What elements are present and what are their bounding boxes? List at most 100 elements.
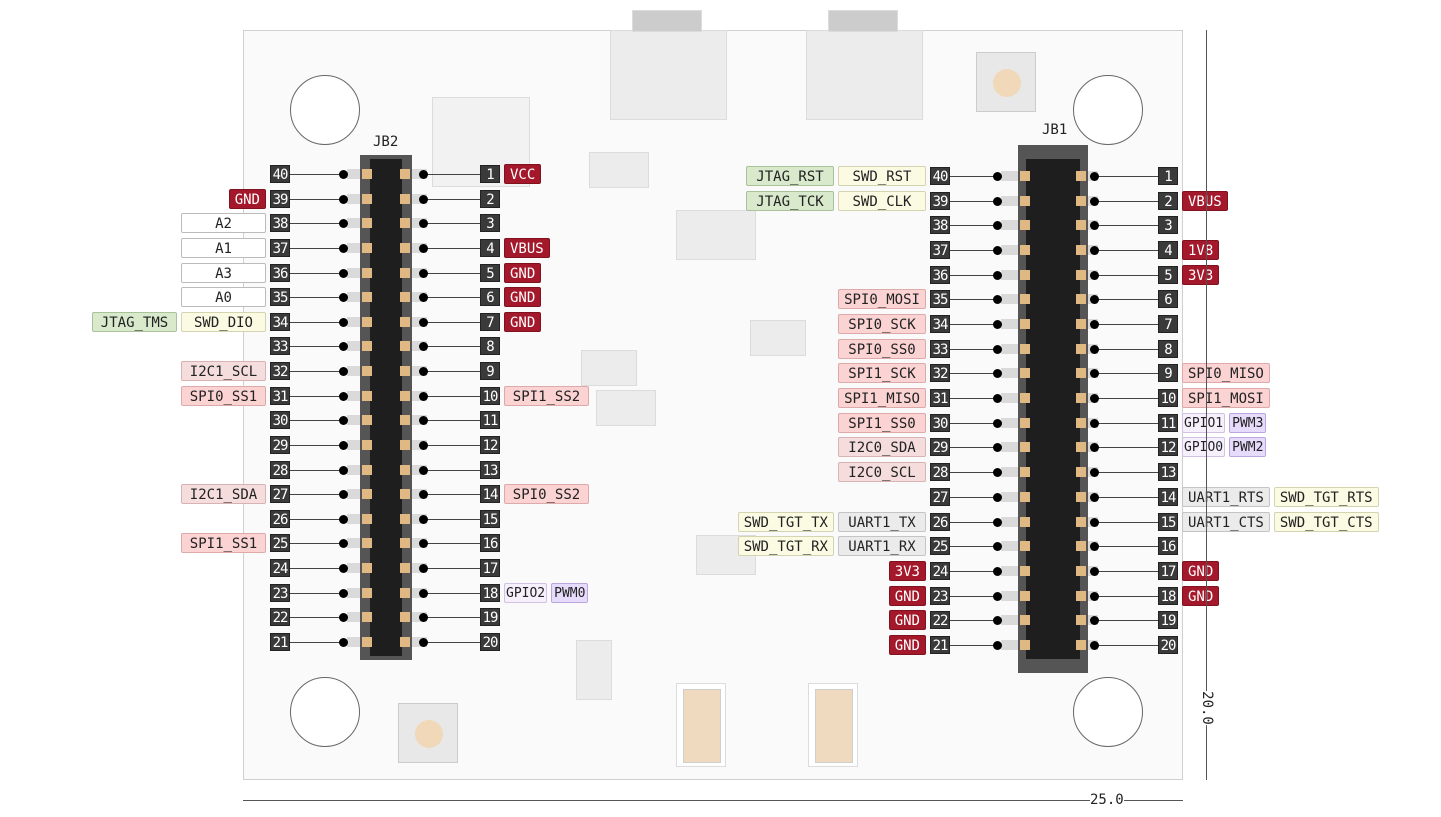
pin-label-swd: SWD_CLK bbox=[838, 190, 926, 211]
pin-pad bbox=[362, 538, 372, 549]
pin-dot bbox=[339, 342, 348, 352]
pin-number: 33 bbox=[270, 337, 290, 356]
pin-labels: SPI0_SCK bbox=[838, 314, 926, 335]
pin-stub bbox=[1001, 516, 1018, 527]
pin-labels: 3V3 bbox=[888, 560, 926, 581]
pin-dot bbox=[993, 542, 1002, 552]
pin-number: 12 bbox=[480, 435, 500, 454]
pin-lead bbox=[1098, 398, 1158, 400]
pin-pad bbox=[400, 489, 410, 500]
pin-label-spi: SPI1_MISO bbox=[838, 388, 926, 409]
pin-dot bbox=[993, 270, 1002, 280]
pin-dot bbox=[419, 416, 428, 426]
pin-dot bbox=[993, 443, 1002, 453]
pin-number: 22 bbox=[930, 611, 950, 630]
pin-lead bbox=[1098, 274, 1158, 276]
button-component bbox=[398, 703, 458, 763]
pin-pad bbox=[1020, 368, 1030, 379]
pin-lead bbox=[1098, 324, 1158, 326]
pin-pad bbox=[362, 242, 372, 253]
pin-stub bbox=[347, 193, 360, 204]
pin-lead bbox=[1098, 422, 1158, 424]
pin-lead bbox=[950, 496, 997, 498]
pin-lead bbox=[950, 373, 997, 375]
pin-label-gpio: GPIO1 bbox=[1182, 412, 1226, 433]
pin-number: 15 bbox=[480, 509, 500, 528]
pin-lead bbox=[1098, 250, 1158, 252]
pin-dot bbox=[339, 613, 348, 623]
pin-dot bbox=[339, 293, 348, 303]
pin-number: 10 bbox=[480, 386, 500, 405]
pin-number: 30 bbox=[270, 411, 290, 430]
pin-stub bbox=[347, 513, 360, 524]
pin-pad bbox=[1020, 565, 1030, 576]
pin-lead bbox=[290, 247, 343, 249]
pin-stub bbox=[1001, 491, 1018, 502]
pin-lead bbox=[427, 198, 480, 200]
pin-dot bbox=[1090, 196, 1099, 206]
pin-label-uart: UART1_RTS bbox=[1182, 486, 1270, 507]
pin-number: 12 bbox=[1158, 438, 1178, 457]
pin-pad bbox=[1020, 516, 1030, 527]
pin-pad bbox=[362, 612, 372, 623]
pin-label-uart: UART1_TX bbox=[838, 511, 926, 532]
pin-label-power: 3V3 bbox=[888, 560, 926, 581]
pin-pad bbox=[400, 636, 410, 647]
pin-stub bbox=[347, 538, 360, 549]
connector-jb1-body bbox=[1018, 145, 1088, 673]
pin-lead bbox=[427, 568, 480, 570]
pin-number: 37 bbox=[270, 238, 290, 257]
pin-pad bbox=[400, 464, 410, 475]
pin-pad bbox=[1076, 171, 1086, 181]
pin-lead bbox=[950, 447, 997, 449]
pin-pad bbox=[400, 439, 410, 450]
pin-dot bbox=[339, 637, 348, 647]
pin-stub bbox=[1001, 368, 1018, 379]
pin-number: 5 bbox=[480, 263, 500, 282]
pin-pad bbox=[1076, 639, 1086, 650]
pin-dot bbox=[993, 295, 1002, 305]
pin-dot bbox=[339, 243, 348, 253]
pin-labels: VBUS bbox=[504, 237, 550, 258]
pin-label-spi: SPI1_SS0 bbox=[838, 412, 926, 433]
pin-stub bbox=[1001, 319, 1018, 330]
pin-labels: SPI1_MOSI bbox=[1182, 388, 1270, 409]
pin-number: 28 bbox=[270, 460, 290, 479]
pin-number: 27 bbox=[270, 485, 290, 504]
pin-dot bbox=[993, 369, 1002, 379]
pin-number: 28 bbox=[930, 463, 950, 482]
pin-lead bbox=[427, 346, 480, 348]
pin-number: 4 bbox=[1158, 241, 1178, 260]
pin-label-power: GND bbox=[228, 188, 266, 209]
pin-pad bbox=[362, 464, 372, 475]
pin-pad bbox=[1076, 467, 1086, 478]
pin-number: 3 bbox=[480, 214, 500, 233]
pin-dot bbox=[419, 293, 428, 303]
pin-stub bbox=[347, 292, 360, 303]
pin-number: 1 bbox=[480, 165, 500, 183]
pin-labels: GND bbox=[504, 287, 542, 308]
pin-dot bbox=[419, 317, 428, 327]
pin-dot bbox=[993, 196, 1002, 206]
pin-lead bbox=[427, 247, 480, 249]
pin-lead bbox=[290, 223, 343, 225]
pin-pad bbox=[1020, 615, 1030, 626]
pin-label-power: 1V8 bbox=[1182, 240, 1220, 261]
pin-label-jtag: JTAG_RST bbox=[746, 166, 834, 186]
pin-label-analog: A1 bbox=[181, 237, 266, 258]
pin-dot bbox=[339, 465, 348, 475]
pin-number: 14 bbox=[480, 485, 500, 504]
pin-dot bbox=[1090, 344, 1099, 354]
pin-pad bbox=[1020, 541, 1030, 552]
pin-pad bbox=[1020, 195, 1030, 206]
pin-label-analog: A0 bbox=[181, 287, 266, 308]
pin-dot bbox=[419, 367, 428, 377]
pin-pad bbox=[1020, 639, 1030, 650]
pin-labels: I2C0_SCL bbox=[838, 462, 926, 483]
pin-number: 35 bbox=[270, 288, 290, 307]
pin-label-power: GND bbox=[504, 262, 542, 283]
pin-label-power: GND bbox=[1182, 585, 1220, 606]
pin-lead bbox=[427, 371, 480, 373]
